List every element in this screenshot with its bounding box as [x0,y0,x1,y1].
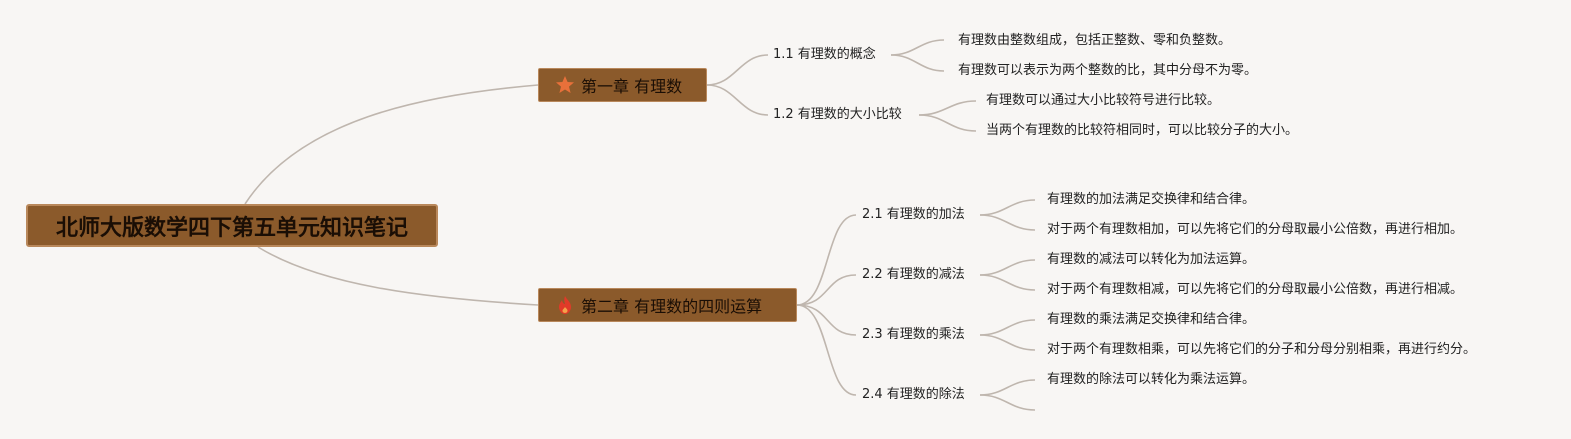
point-text: 有理数的减法可以转化为加法运算。 [1047,252,1256,267]
chapter-2-node[interactable]: 第二章 有理数的四则运算 [538,288,797,322]
link-s21-p1 [979,199,1036,216]
root-node[interactable]: 北师大版数学四下第五单元知识笔记 [26,204,438,247]
link-s12-p2 [918,114,977,132]
point-text: 有理数可以表示为两个整数的比，其中分母不为零。 [958,63,1258,78]
point-1-1-2[interactable]: 有理数可以表示为两个整数的比，其中分母不为零。 [958,62,1257,80]
link-s23-p2 [979,334,1036,351]
point-2-2-1[interactable]: 有理数的减法可以转化为加法运算。 [1047,251,1255,269]
point-text: 有理数可以通过大小比较符号进行比较。 [986,93,1221,108]
section-1-1-label: 1.1 有理数的概念 [773,47,876,62]
point-text: 对于两个有理数相减，可以先将它们的分母取最小公倍数，再进行相减。 [1047,282,1464,297]
section-2-3[interactable]: 2.3 有理数的乘法 [862,326,965,344]
point-1-2-1[interactable]: 有理数可以通过大小比较符号进行比较。 [986,92,1220,110]
point-text: 有理数的除法可以转化为乘法运算。 [1047,372,1256,387]
chapter-1-node[interactable]: 第一章 有理数 [538,68,707,102]
point-1-2-2[interactable]: 当两个有理数的比较符相同时，可以比较分子的大小。 [986,122,1298,140]
link-ch1-s11 [706,54,769,86]
section-2-1-label: 2.1 有理数的加法 [862,207,965,222]
point-text: 当两个有理数的比较符相同时，可以比较分子的大小。 [986,123,1299,138]
point-2-3-2[interactable]: 对于两个有理数相乘，可以先将它们的分子和分母分别相乘，再进行约分。 [1047,341,1476,359]
point-2-3-1[interactable]: 有理数的乘法满足交换律和结合律。 [1047,311,1255,329]
link-s24-p1 [979,379,1036,396]
link-ch1-s12 [706,84,769,116]
link-s22-p2 [979,274,1036,291]
link-s11-p2 [890,54,945,72]
section-2-4-label: 2.4 有理数的除法 [862,387,965,402]
link-s24-p2 [979,394,1036,411]
link-s23-p1 [979,319,1036,336]
root-label: 北师大版数学四下第五单元知识笔记 [55,215,408,241]
section-2-4[interactable]: 2.4 有理数的除法 [862,386,965,404]
chapter-2-label: 第二章 有理数的四则运算 [581,297,763,316]
link-s21-p2 [979,214,1036,231]
chapter-1-label: 第一章 有理数 [581,77,683,96]
point-2-4-1[interactable]: 有理数的除法可以转化为乘法运算。 [1047,371,1255,389]
star-icon [555,75,575,95]
point-text: 有理数的乘法满足交换律和结合律。 [1047,312,1256,327]
link-ch2-s22 [796,274,857,306]
point-text: 有理数由整数组成，包括正整数、零和负整数。 [958,33,1232,48]
link-root-ch2 [257,246,539,306]
section-2-3-label: 2.3 有理数的乘法 [862,327,965,342]
point-text: 对于两个有理数相乘，可以先将它们的分子和分母分别相乘，再进行约分。 [1047,342,1477,357]
section-2-2[interactable]: 2.2 有理数的减法 [862,266,965,284]
link-s12-p1 [918,100,977,116]
link-ch2-s24 [796,304,857,396]
point-text: 有理数的加法满足交换律和结合律。 [1047,192,1256,207]
section-2-2-label: 2.2 有理数的减法 [862,267,965,282]
section-2-1[interactable]: 2.1 有理数的加法 [862,206,965,224]
fire-icon [555,295,575,315]
point-text: 对于两个有理数相加，可以先将它们的分母取最小公倍数，再进行相加。 [1047,222,1464,237]
link-ch2-s21 [796,214,857,306]
point-1-1-1[interactable]: 有理数由整数组成，包括正整数、零和负整数。 [958,32,1231,50]
section-1-2-label: 1.2 有理数的大小比较 [773,107,902,122]
point-2-1-1[interactable]: 有理数的加法满足交换律和结合律。 [1047,191,1255,209]
link-ch2-s23 [796,304,857,336]
point-2-1-2[interactable]: 对于两个有理数相加，可以先将它们的分母取最小公倍数，再进行相加。 [1047,221,1463,239]
link-root-ch1 [244,84,539,205]
section-1-1[interactable]: 1.1 有理数的概念 [773,46,876,64]
link-s11-p1 [890,39,945,56]
point-2-2-2[interactable]: 对于两个有理数相减，可以先将它们的分母取最小公倍数，再进行相减。 [1047,281,1463,299]
link-s22-p1 [979,259,1036,276]
section-1-2[interactable]: 1.2 有理数的大小比较 [773,106,902,124]
